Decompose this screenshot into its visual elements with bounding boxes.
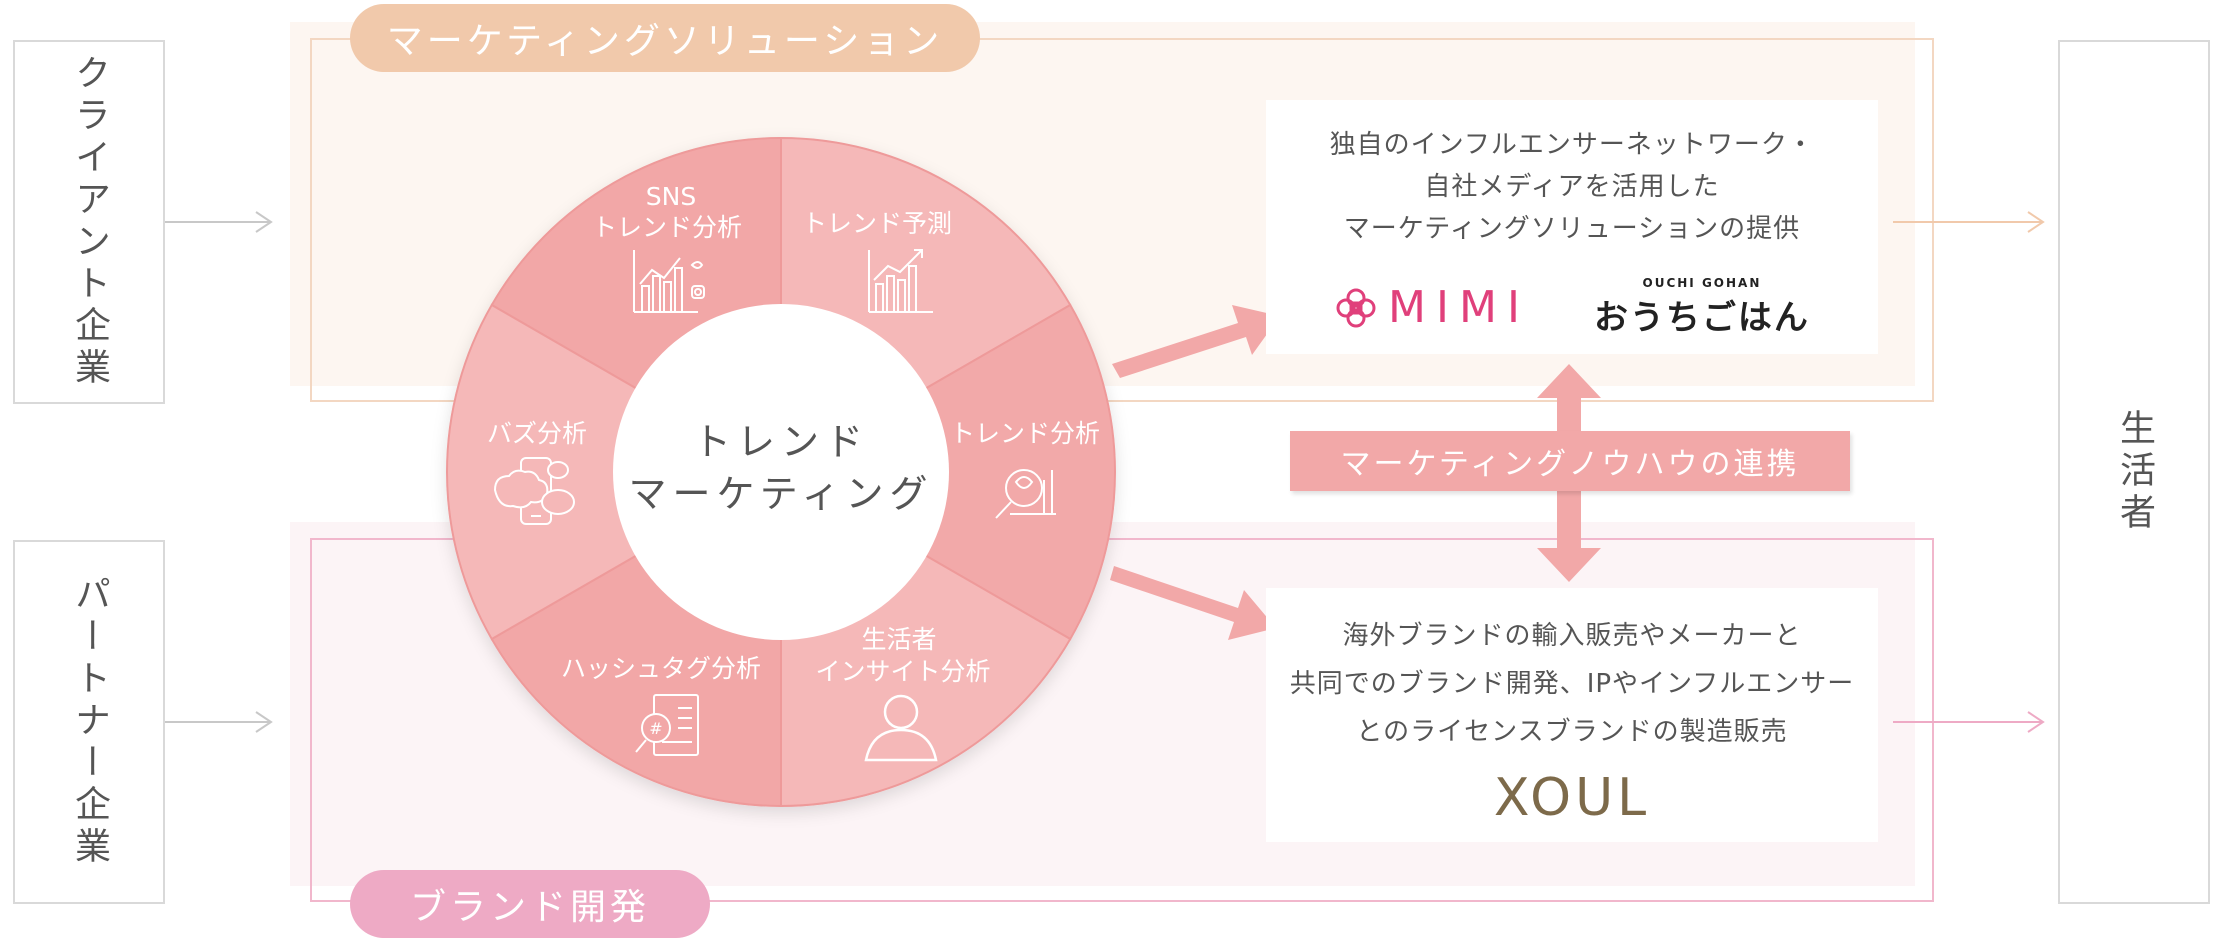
brand-description-line1: 海外ブランドの輸入販売やメーカーと [1342,621,1802,651]
sns-chart-icon [633,250,705,313]
marketing-description-line2: 自社メディアを活用した [1424,172,1720,202]
buzz-phone-icon [493,457,575,525]
client-label: クライアント企業 [69,54,110,390]
xoul-logo: XOUL [1493,768,1651,828]
ouchi-gohan-sub: OUCHI GOHAN [1642,276,1762,290]
brand-panel-frame [310,538,1934,902]
brand-section-title: ブランド開発 [350,870,710,938]
marketing-description: 独自のインフルエンサーネットワーク・ 自社メディアを活用した マーケティングソリ… [1330,124,1815,250]
wheel-center-circle [613,304,949,640]
knowhow-link-banner: マーケティングノウハウの連携 [1290,431,1850,491]
segment-sns-line2: トレンド分析 [592,213,742,242]
trend-wheel [446,136,1116,808]
marketing-logos: MIMI OUCHI GOHAN おうちごはん [1334,276,1810,339]
mimi-logo-text: MIMI [1388,282,1530,333]
segment-sns-label: SNS トレンド分析 [592,182,742,242]
brand-description-line3: とのライセンスブランドの製造販売 [1356,717,1788,747]
trend-forecast-icon [868,249,933,313]
mimi-logo: MIMI [1334,282,1530,333]
marketing-to-consumer-arrow [1893,211,2045,233]
flower-icon [1336,288,1376,327]
client-box: クライアント企業 [13,40,165,404]
person-icon [864,694,938,762]
segment-insight-label: 生活者 インサイト分析 [815,625,990,686]
brand-description: 海外ブランドの輸入販売やメーカーと 共同でのブランド開発、IPやインフルエンサー… [1290,612,1855,756]
marketing-description-line1: 独自のインフルエンサーネットワーク・ [1329,130,1815,160]
ouchi-gohan-text: おうちごはん [1593,298,1810,338]
segment-buzz-label: バズ分析 [487,419,587,448]
marketing-panel-frame [310,38,1934,402]
segment-insight-line2: インサイト分析 [815,657,990,686]
partner-label: パートナー企業 [69,575,110,869]
hashtag-doc-icon: # [635,694,699,756]
consumer-box: 生活者 [2058,40,2210,904]
consumer-label: 生活者 [2114,409,2155,535]
trend-analysis-icon [995,469,1056,519]
wheel-to-marketing-arrow [1112,305,1280,378]
wheel-center-line2: マーケティング [629,472,934,516]
svg-text:#: # [649,719,662,738]
brand-description-box: 海外ブランドの輸入販売やメーカーと 共同でのブランド開発、IPやインフルエンサー… [1266,588,1878,842]
wheel-to-brand-arrow [1110,566,1276,640]
brand-to-consumer-arrow [1893,711,2045,733]
marketing-section-title: マーケティングソリューション [350,4,980,72]
segment-analysis-label: トレンド分析 [950,419,1100,448]
ouchi-gohan-logo: OUCHI GOHAN おうちごはん [1594,276,1810,339]
segment-hashtag-label: ハッシュタグ分析 [561,654,761,683]
segment-sns-line1: SNS [646,182,696,211]
partner-to-brand-arrow [165,711,273,733]
segment-insight-line1: 生活者 [861,625,936,654]
marketing-description-line3: マーケティングソリューションの提供 [1343,214,1801,244]
client-to-marketing-arrow [165,211,273,233]
wheel-center-line1: トレンド [693,420,869,464]
brand-description-line2: 共同でのブランド開発、IPやインフルエンサー [1289,669,1855,699]
partner-box: パートナー企業 [13,540,165,904]
marketing-description-box: 独自のインフルエンサーネットワーク・ 自社メディアを活用した マーケティングソリ… [1266,100,1878,354]
segment-forecast-label: トレンド予測 [802,209,952,238]
